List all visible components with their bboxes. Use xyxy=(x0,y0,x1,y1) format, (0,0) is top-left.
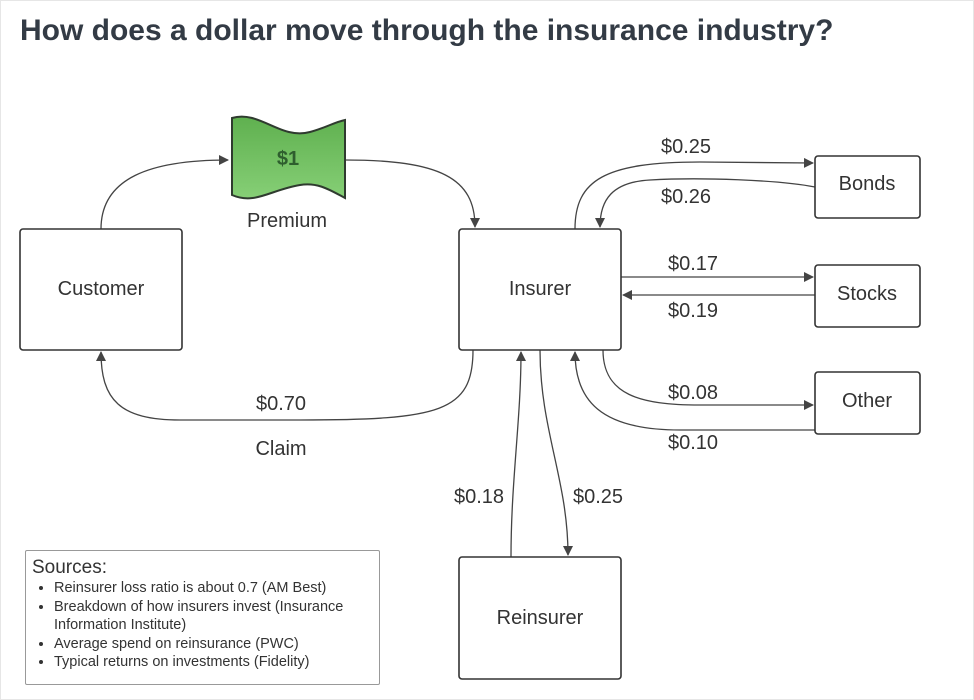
to-bonds-amount: $0.25 xyxy=(661,136,711,158)
to-reinsurer-amount: $0.25 xyxy=(573,486,623,508)
dollar-bill-icon xyxy=(231,115,346,200)
bonds-label: Bonds xyxy=(839,173,896,195)
source-item: Breakdown of how insurers invest (Insura… xyxy=(54,598,373,635)
from-bonds-amount: $0.26 xyxy=(661,186,711,208)
sources-list: Reinsurer loss ratio is about 0.7 (AM Be… xyxy=(32,579,373,672)
reinsurer-label: Reinsurer xyxy=(497,607,584,629)
insurer-label: Insurer xyxy=(509,278,572,300)
other-label: Other xyxy=(842,390,892,412)
source-item: Average spend on reinsurance (PWC) xyxy=(54,635,373,654)
other-box xyxy=(814,371,921,435)
arrow-insurer-to-other xyxy=(602,349,814,410)
bonds-box xyxy=(814,155,921,219)
arrow-insurer-to-reinsurer xyxy=(539,349,573,556)
source-item: Reinsurer loss ratio is about 0.7 (AM Be… xyxy=(54,579,373,598)
premium-label: Premium xyxy=(247,210,327,232)
arrow-claim-to-customer xyxy=(96,349,474,421)
page-title: How does a dollar move through the insur… xyxy=(20,14,834,47)
arrow-other-to-insurer xyxy=(570,351,815,431)
sources-box: Sources: Reinsurer loss ratio is about 0… xyxy=(25,550,380,685)
claim-amount: $0.70 xyxy=(256,393,306,415)
arrow-reinsurer-to-insurer xyxy=(510,351,526,558)
arrow-insurer-to-bonds xyxy=(574,157,814,230)
bill-amount: $1 xyxy=(277,148,299,170)
customer-label: Customer xyxy=(58,278,145,300)
from-reinsurer-amount: $0.18 xyxy=(454,486,504,508)
source-item: Typical returns on investments (Fidelity… xyxy=(54,653,373,672)
reinsurer-box xyxy=(458,556,622,680)
stocks-box xyxy=(814,264,921,328)
arrow-premium-to-insurer xyxy=(344,159,480,228)
to-other-amount: $0.08 xyxy=(668,382,718,404)
claim-label: Claim xyxy=(255,438,306,460)
arrow-customer-to-premium xyxy=(100,155,229,230)
arrow-bonds-to-insurer xyxy=(595,178,816,228)
from-other-amount: $0.10 xyxy=(668,432,718,454)
customer-box xyxy=(19,228,183,351)
stocks-label: Stocks xyxy=(837,283,897,305)
to-stocks-amount: $0.17 xyxy=(668,253,718,275)
sources-title: Sources: xyxy=(32,557,107,578)
from-stocks-amount: $0.19 xyxy=(668,300,718,322)
insurer-box xyxy=(458,228,622,351)
